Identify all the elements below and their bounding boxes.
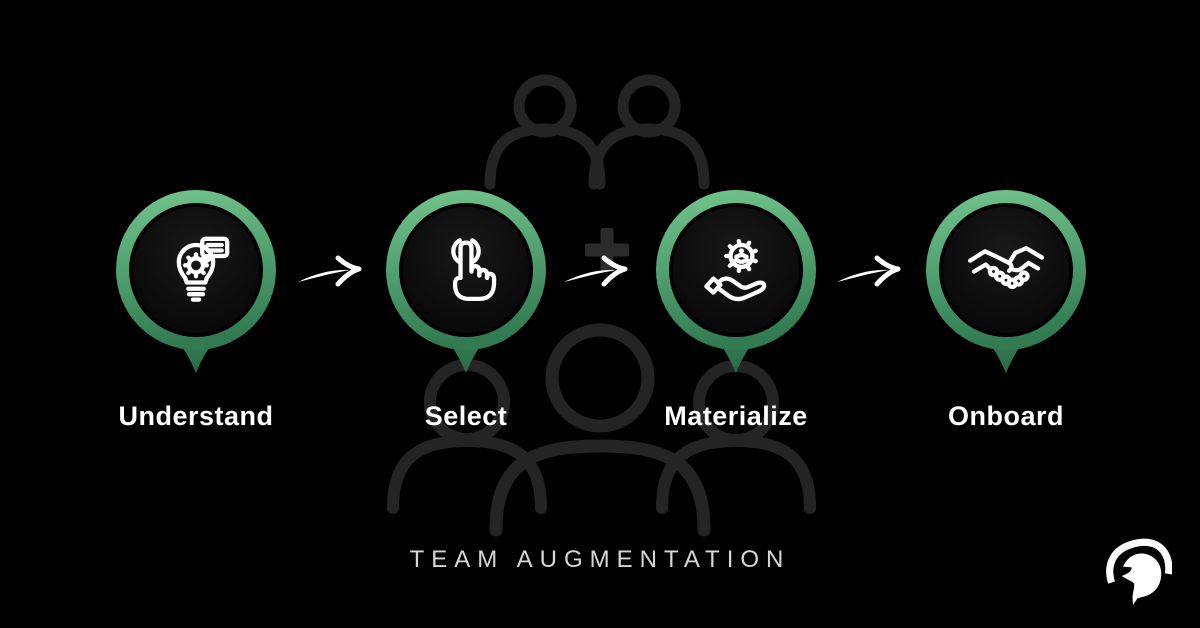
tap-select-icon [451,238,497,302]
swoosh-arrow-right-icon [564,255,628,287]
caption-team-augmentation: TEAM AUGMENTATION [409,546,791,573]
top-duo-silhouette [484,74,710,190]
step-badge-onboard [926,190,1086,373]
step-label-understand: Understand [118,401,274,431]
swoosh-arrow-right-icon [298,255,362,287]
spartan-helmet-logo [1106,538,1172,605]
team-in-gear [730,248,753,264]
step-label-onboard: Onboard [948,401,1064,431]
step-label-materialize: Materialize [664,401,808,431]
step-label-select: Select [424,401,508,431]
handshake-icon [967,246,1045,289]
step-badge-select [386,190,546,373]
hand-gear-team-icon [704,238,767,302]
swoosh-arrow-right-icon [837,255,901,287]
lightbulb-gear-idea-icon [176,236,230,302]
step-badge-materialize [656,190,816,373]
speech-bubble [200,236,230,265]
step-badge-understand [116,190,276,373]
